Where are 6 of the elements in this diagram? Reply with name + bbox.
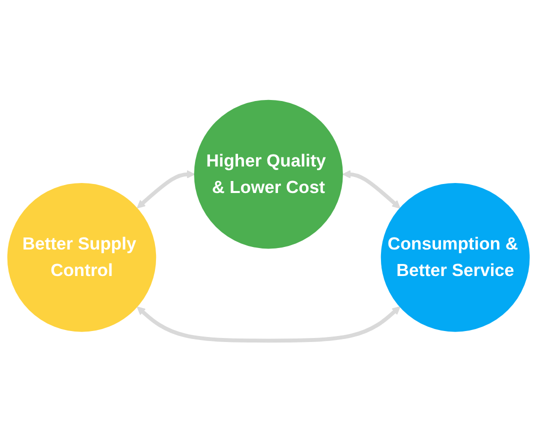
arrow [342, 170, 400, 209]
node-circle: Better Supply Control [7, 183, 156, 332]
node-circle: Consumption & Better Service [380, 183, 530, 332]
node-circle: Higher Quality & Lower Cost [194, 100, 343, 249]
arrow [136, 170, 195, 208]
arrow [136, 306, 400, 343]
